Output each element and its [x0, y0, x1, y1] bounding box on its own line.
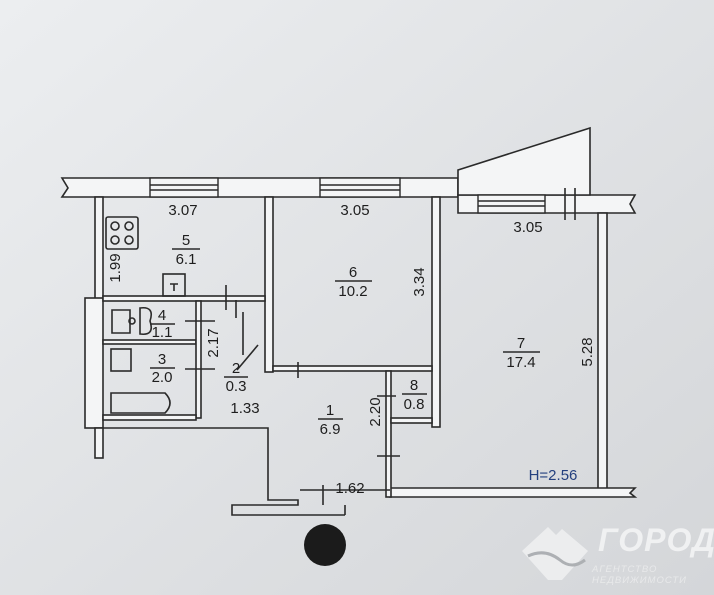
balcony — [457, 126, 591, 196]
toilet-icon — [111, 306, 153, 336]
logo-mark-icon — [522, 527, 588, 580]
vent-shaft — [84, 297, 104, 429]
room-2-area: 0.3 — [226, 378, 247, 395]
interior-walls — [102, 196, 441, 516]
room-8-area: 0.8 — [404, 396, 425, 413]
logo-subtitle: АГЕНТСТВО НЕДВИЖИМОСТИ — [592, 564, 687, 586]
room-3-area: 2.0 — [152, 369, 173, 386]
room-4-number: 4 — [158, 307, 166, 324]
closet-door — [235, 300, 259, 371]
dim-kitchen-width: 3.07 — [168, 202, 197, 219]
dim-kitchen-depth: 1.99 — [107, 253, 124, 282]
room-3-number: 3 — [158, 351, 166, 368]
room-4-area: 1.1 — [152, 324, 173, 341]
room-7-area: 17.4 — [506, 354, 535, 371]
sink-icon — [162, 273, 186, 297]
dim-hall-depth: 2.20 — [367, 397, 384, 426]
fixtures — [105, 216, 259, 414]
logo-line-2: НЕДВИЖИМОСТИ — [592, 575, 687, 586]
dim-room7-depth: 5.28 — [579, 337, 596, 366]
agency-logo: ГОРОД АГЕНТСТВО НЕДВИЖИМОСТИ — [520, 522, 714, 590]
logo-line-1: АГЕНТСТВО — [592, 564, 658, 575]
dim-room6-width: 3.05 — [340, 202, 369, 219]
logo-name: ГОРОД — [598, 522, 714, 558]
room-2-number: 2 — [232, 360, 240, 377]
room-5-number: 5 — [182, 232, 190, 249]
washbasin-icon — [110, 348, 132, 372]
room-5-area: 6.1 — [176, 251, 197, 268]
dim-room7-width: 3.05 — [513, 219, 542, 236]
dimension-labels: 3.07 3.05 3.05 1.99 3.34 5.28 2.17 2.20 … — [107, 202, 596, 497]
dark-circle-marker — [304, 524, 346, 566]
dim-room6-depth: 3.34 — [411, 267, 428, 296]
room-6-number: 6 — [349, 264, 357, 281]
room-1-number: 1 — [326, 402, 334, 419]
room-1-area: 6.9 — [320, 421, 341, 438]
room-7-number: 7 — [517, 335, 525, 352]
room-labels: 5 6.1 6 10.2 7 17.4 4 1.1 3 2.0 2 0.3 1 … — [150, 232, 540, 438]
dimension-ticks — [185, 285, 400, 505]
windows — [149, 177, 576, 220]
dim-corridor-width: 1.33 — [230, 400, 259, 417]
stove-icon — [105, 216, 139, 250]
ceiling-height: H=2.56 — [529, 467, 578, 484]
dim-hall-width: 1.62 — [335, 480, 364, 497]
room-6-area: 10.2 — [338, 283, 367, 300]
bathtub-icon — [110, 392, 171, 414]
dim-bath-depth: 2.17 — [205, 328, 222, 357]
room-8-number: 8 — [410, 377, 418, 394]
